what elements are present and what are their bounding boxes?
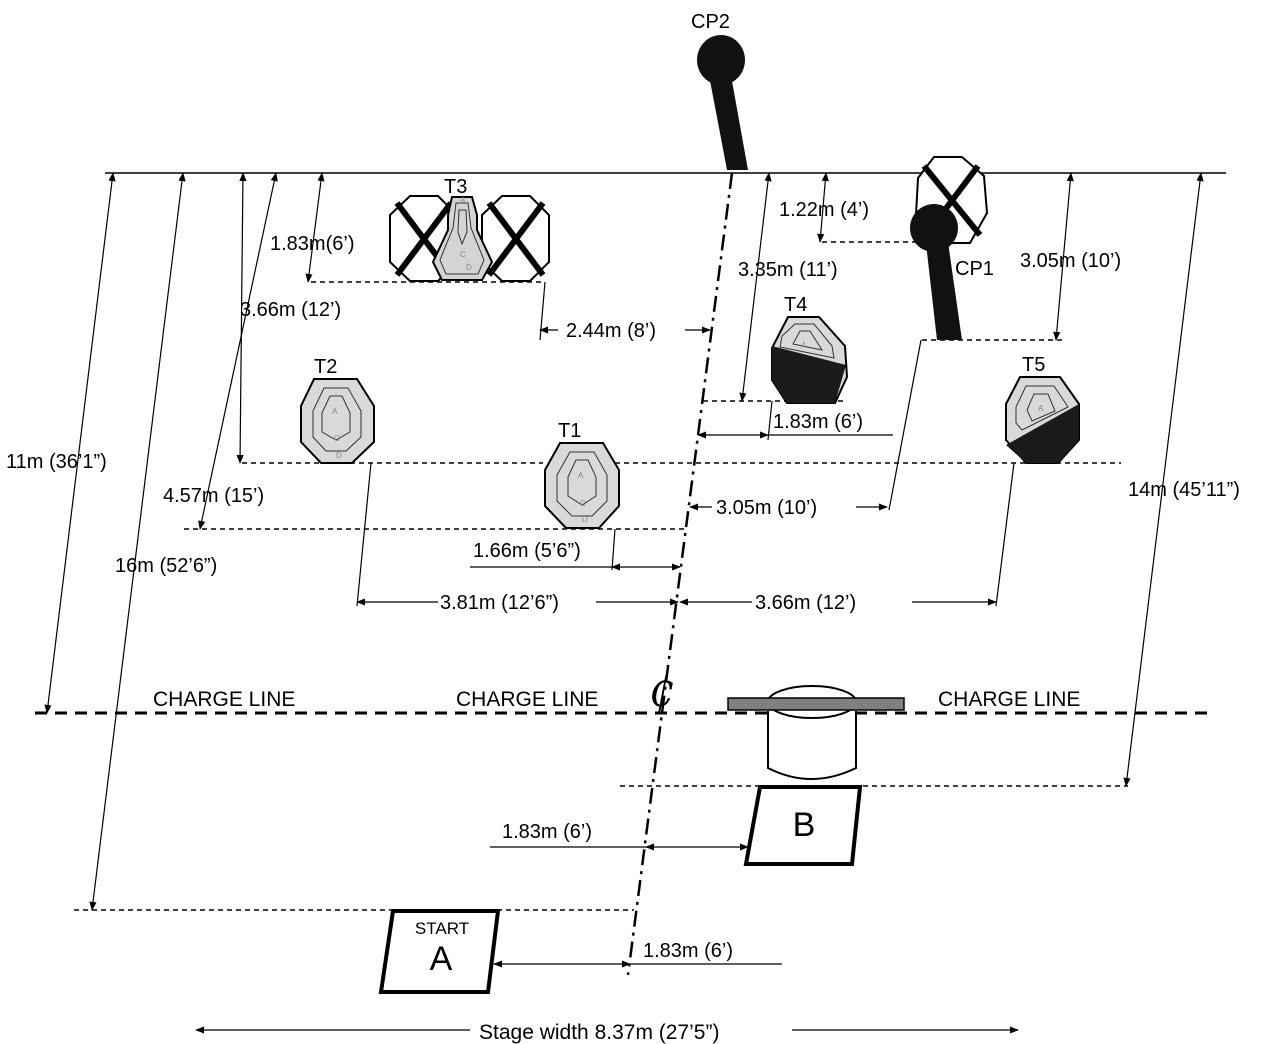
t1-zone-c: C [580,499,586,508]
t4-offset-label: 1.83m (6’) [773,411,863,433]
t2-offset-leader [356,462,372,607]
start-label: START [415,919,469,938]
t2-label: T2 [314,356,337,378]
cp1-depth-arrow [817,172,829,243]
t2-zone-c: C [334,434,340,443]
t1-zone-d: D [582,515,588,524]
t1-zone-a: A [578,471,584,480]
target-t3: A C D [431,196,494,281]
t1-depth-label: 4.57m (15’) [163,485,264,507]
b-offset-label: 1.83m (6’) [502,821,592,843]
t5-offset-label: 3.66m (12’) [755,592,856,614]
cp1-label: CP1 [955,258,994,280]
target-t4: A [771,316,849,404]
charge-line-label-left: CHARGE LINE [153,688,295,711]
start-depth-label: 16m (52’6”) [115,555,217,577]
target-t5: A [1005,376,1080,464]
target-t2: A C D [300,378,375,464]
cp1-offset-label: 3.05m (10’) [716,497,817,519]
t4-zone-a: A [801,341,807,350]
t4-offset-leader [767,400,773,441]
t2-zone-d: D [336,451,342,460]
t5-label: T5 [1022,354,1045,376]
t3-zone-a: A [460,196,466,205]
cp1-offset-leader [888,339,922,511]
stage-width-label: Stage width 8.37m (27’5”) [479,1021,719,1044]
b-depth-label: 14m (45’11”) [1128,479,1240,501]
b-depth-arrow [1123,172,1204,787]
a-offset-label: 1.83m (6’) [643,940,733,962]
box-b-label: B [793,806,816,844]
t2-depth-label: 3.66m (12’) [240,299,341,321]
start-box-a: START A [378,909,501,994]
t5-offset-leader [995,462,1015,607]
barrel-prop [727,685,905,780]
t5-depth-arrow [1053,172,1074,341]
t3-depth-arrow [305,172,325,283]
shooting-box-b: B [743,785,863,866]
stage-centerline [626,172,734,976]
t3-zone-d: D [466,263,472,272]
cp2-label: CP2 [691,11,730,33]
charge-depth-label: 11m (36’1”) [6,451,107,473]
t2-offset-label: 3.81m (12’6”) [440,592,559,614]
cp1-prop [910,204,962,340]
charge-line-label-right: CHARGE LINE [938,688,1080,711]
t1-label: T1 [558,420,581,442]
cp1-depth-label: 1.22m (4’) [779,199,869,221]
start-depth-arrow [89,172,186,911]
no-shoot-target-right [481,195,550,282]
charge-depth-arrow [44,172,116,714]
t4-depth-arrow [739,172,772,402]
t3-offset-leader [539,281,546,341]
t4-label: T4 [784,294,807,316]
t5-zone-a: A [1038,404,1044,413]
t2-zone-a: A [332,407,338,416]
t4-depth-label: 3.35m (11’) [738,259,838,281]
centerline-symbol: ₵ [649,670,674,716]
charge-line-label-center: CHARGE LINE [456,688,598,711]
target-t1: A C D [544,442,620,529]
t3-label: T3 [444,176,467,198]
t1-offset-leader [611,528,616,571]
cp2-prop [697,35,748,170]
t1-offset-label: 1.66m (5’6”) [473,540,581,562]
t3-depth-label: 1.83m(6’) [270,233,354,255]
t3-offset-label: 2.44m (8’) [566,320,656,342]
t1-depth-arrow [198,172,278,530]
t3-zone-c: C [460,250,466,259]
t5-depth-label: 3.05m (10’) [1020,250,1121,272]
box-a-label: A [430,940,453,978]
